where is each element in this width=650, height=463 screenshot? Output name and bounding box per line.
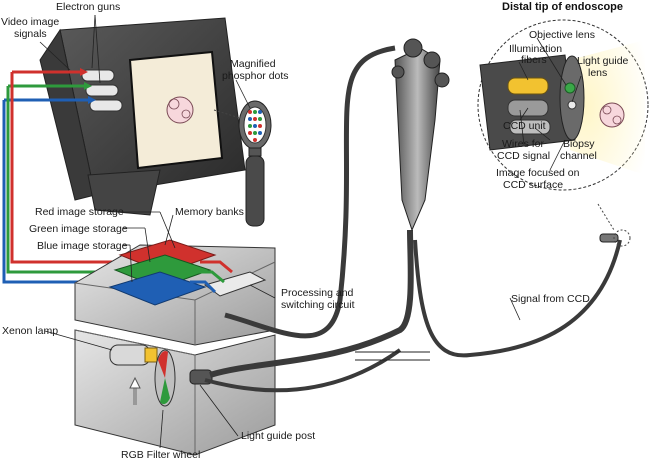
screen-tissue-image (166, 96, 194, 124)
illumination-fibers (507, 77, 549, 95)
phosphor-dots (248, 110, 262, 142)
label-image-focused-2: CCD surface (503, 179, 563, 191)
magnifier (213, 100, 272, 227)
label-green-storage: Green image storage (29, 223, 128, 235)
endoscope-handle (391, 38, 450, 232)
distal-tip-small (597, 203, 631, 247)
processing-circuit (203, 271, 267, 297)
electron-guns (81, 69, 123, 112)
endoscope-cable (204, 45, 622, 393)
label-processing-1: Processing and (281, 287, 354, 299)
label-memory-banks: Memory banks (175, 206, 244, 218)
label-illumination-2: fibers (521, 54, 547, 66)
blue-memory-bank (108, 271, 207, 306)
label-image-focused-1: Image focused on (496, 167, 580, 179)
monitor (39, 17, 246, 216)
objective-lens (564, 82, 576, 94)
label-light-guide-post: Light guide post (241, 430, 315, 442)
label-distal-tip: Distal tip of endoscope (502, 1, 623, 13)
label-light-guide-2: lens (588, 67, 607, 79)
label-red-storage: Red image storage (35, 206, 124, 218)
label-processing-2: switching circuit (281, 299, 355, 311)
processor-unit (74, 239, 276, 456)
label-wires-2: CCD signal (497, 150, 550, 162)
leader-lines (39, 14, 582, 449)
label-video-image-signals-2: signals (14, 28, 47, 40)
label-magnified-1: Magnified (230, 58, 276, 70)
label-light-guide-1: Light guide (577, 55, 629, 67)
label-wires-1: Wires for (502, 138, 545, 150)
distal-tip-inset (477, 19, 649, 191)
label-signal-from-ccd: Signal from CCD (511, 293, 590, 305)
label-electron-guns: Electron guns (56, 1, 120, 13)
label-ccd-unit: CCD unit (503, 120, 546, 132)
label-biopsy-1: Biopsy (563, 138, 595, 150)
label-blue-storage: Blue image storage (37, 240, 128, 252)
biopsy-channel (509, 119, 551, 135)
text-labels: Electron guns Video image signals Magnif… (1, 1, 629, 461)
label-xenon-lamp: Xenon lamp (2, 325, 58, 337)
label-video-image-signals-1: Video image (1, 16, 59, 28)
xenon-lamp (109, 344, 151, 366)
label-rgb-filter-wheel: RGB Filter wheel (121, 449, 200, 461)
label-objective-lens: Objective lens (529, 29, 595, 41)
label-biopsy-2: channel (560, 150, 597, 162)
label-magnified-2: phosphor dots (222, 70, 289, 82)
light-guide-lens (567, 100, 577, 110)
label-illumination-1: Illumination (509, 43, 562, 55)
